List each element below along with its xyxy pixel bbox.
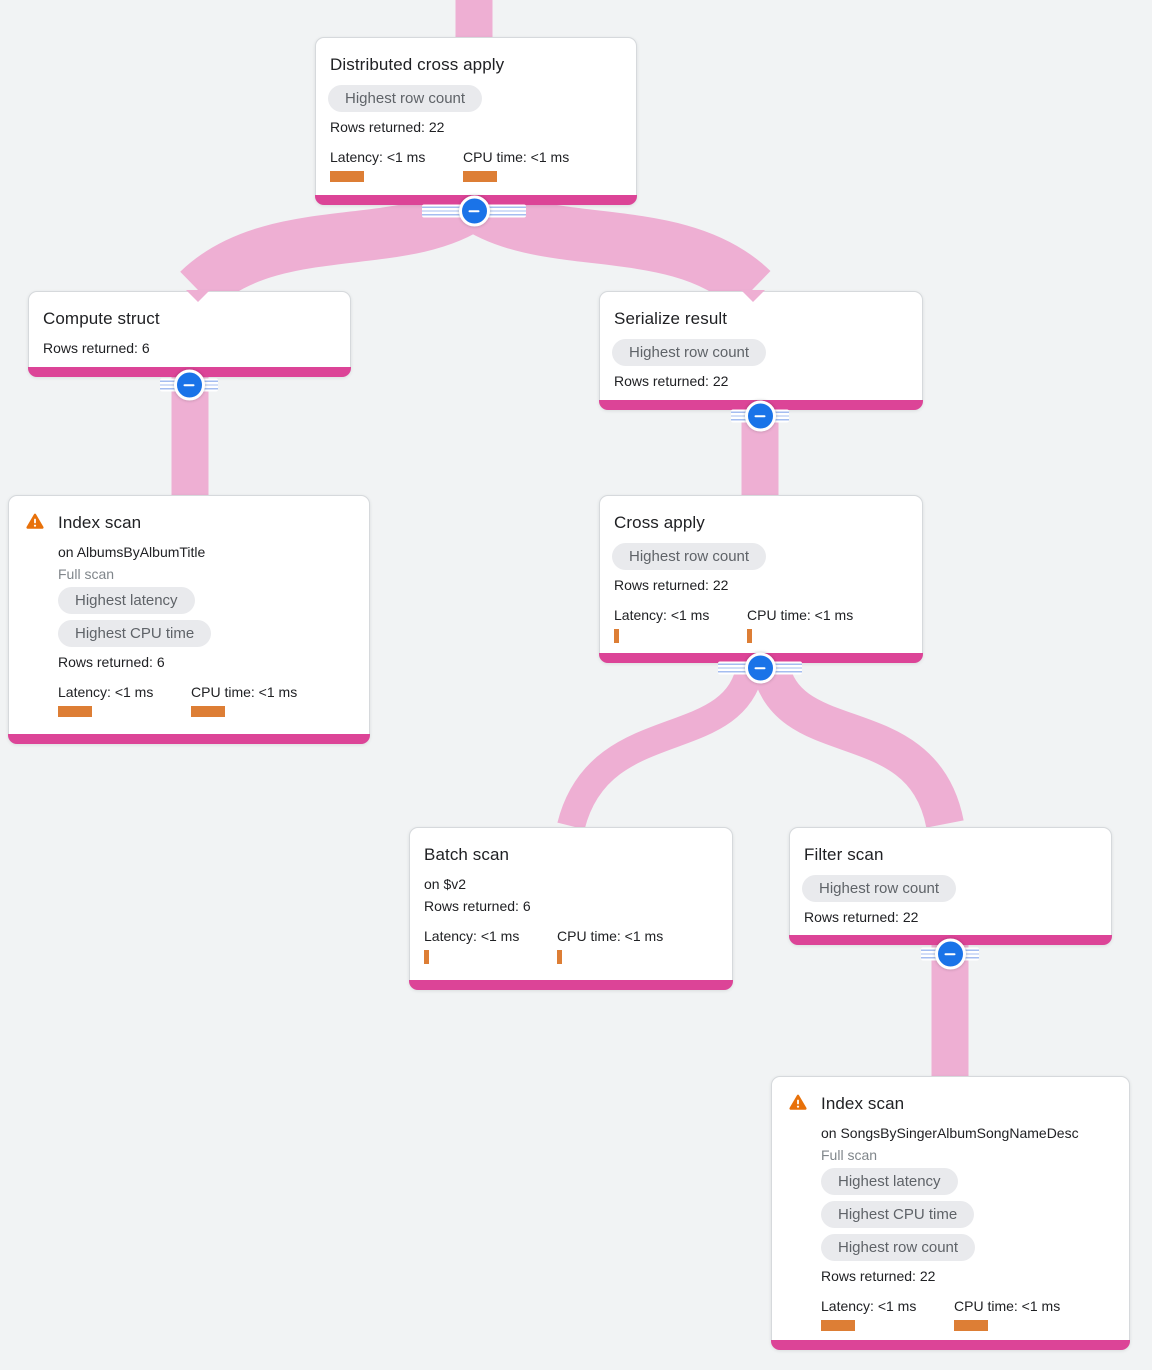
node-title: Cross apply [614, 513, 705, 532]
cpu-time-bar [557, 950, 562, 964]
collapse-button[interactable] [744, 652, 776, 684]
collapse-button[interactable] [173, 369, 205, 401]
rows-returned: Rows returned: 6 [58, 654, 165, 670]
node-accent-bar [8, 734, 370, 744]
metrics: Latency: <1 ms CPU time: <1 ms [821, 1296, 1115, 1331]
cpu-time-label: CPU time: <1 ms [557, 928, 664, 944]
badge-highest-row-count: Highest row count [821, 1234, 976, 1261]
rows-returned: Rows returned: 22 [330, 119, 445, 135]
cpu-time-bar [747, 629, 752, 643]
plan-node-serialize-result[interactable]: Serialize result Highest row count Rows … [599, 291, 923, 410]
node-title: Filter scan [804, 845, 884, 864]
scan-target: on AlbumsByAlbumTitle [58, 544, 206, 560]
plan-node-cross-apply[interactable]: Cross apply Highest row count Rows retur… [599, 495, 923, 663]
rows-returned: Rows returned: 6 [43, 340, 150, 356]
badge-highest-latency: Highest latency [58, 587, 195, 614]
cpu-time-label: CPU time: <1 ms [747, 607, 854, 623]
cpu-time-bar [463, 171, 497, 182]
badge-highest-cpu-time: Highest CPU time [821, 1201, 975, 1228]
latency-label: Latency: <1 ms [330, 149, 426, 165]
cpu-time-label: CPU time: <1 ms [463, 149, 570, 165]
badge-highest-cpu-time: Highest CPU time [58, 620, 212, 647]
badge-highest-row-count: Highest row count [328, 85, 483, 112]
latency-label: Latency: <1 ms [58, 684, 154, 700]
rows-returned: Rows returned: 22 [614, 577, 729, 593]
collapse-junction-distributed-cross-apply [422, 195, 526, 227]
collapse-junction-serialize-result [731, 400, 789, 432]
edge-cross-apply-to-filter-scan [751, 659, 964, 829]
node-accent-bar [771, 1340, 1130, 1350]
collapse-junction-filter-scan [921, 938, 979, 970]
node-title: Batch scan [424, 845, 510, 864]
scan-target: on $v2 [424, 876, 467, 892]
cpu-time-label: CPU time: <1 ms [191, 684, 298, 700]
collapse-junction-cross-apply [718, 652, 802, 684]
plan-node-distributed-cross-apply[interactable]: Distributed cross apply Highest row coun… [315, 37, 637, 205]
warning-icon [25, 509, 45, 717]
plan-node-index-scan-albums[interactable]: Index scan on AlbumsByAlbumTitle Full sc… [8, 495, 370, 744]
metrics: Latency: <1 ms CPU time: <1 ms [58, 682, 355, 717]
scan-type: Full scan [58, 566, 115, 582]
scan-type: Full scan [821, 1147, 878, 1163]
metrics: Latency: <1 ms CPU time: <1 ms [614, 605, 908, 643]
badge-highest-row-count: Highest row count [802, 875, 957, 902]
collapse-junction-compute-struct [160, 369, 218, 401]
latency-bar [821, 1320, 855, 1331]
collapse-button[interactable] [744, 400, 776, 432]
node-title: Index scan [58, 513, 142, 532]
metrics: Latency: <1 ms CPU time: <1 ms [424, 926, 718, 964]
rows-returned: Rows returned: 6 [424, 898, 531, 914]
plan-node-batch-scan[interactable]: Batch scan on $v2 Rows returned: 6 Laten… [409, 827, 733, 990]
cpu-time-label: CPU time: <1 ms [954, 1298, 1061, 1314]
edge-dca-to-compute-struct [180, 182, 489, 310]
badge-highest-latency: Highest latency [821, 1168, 958, 1195]
latency-bar [330, 171, 364, 182]
rows-returned: Rows returned: 22 [614, 373, 729, 389]
node-accent-bar [409, 980, 733, 990]
plan-node-filter-scan[interactable]: Filter scan Highest row count Rows retur… [789, 827, 1112, 945]
plan-node-index-scan-songs[interactable]: Index scan on SongsBySingerAlbumSongName… [771, 1076, 1130, 1350]
rows-returned: Rows returned: 22 [821, 1268, 936, 1284]
node-title: Compute struct [43, 309, 160, 328]
latency-bar [614, 629, 619, 643]
latency-label: Latency: <1 ms [821, 1298, 917, 1314]
edge-cross-apply-to-batch-scan [557, 661, 765, 830]
warning-icon [788, 1090, 808, 1331]
rows-returned: Rows returned: 22 [804, 909, 919, 925]
cpu-time-bar [954, 1320, 988, 1331]
metrics: Latency: <1 ms CPU time: <1 ms [330, 147, 622, 182]
edge-dca-to-serialize-result [458, 181, 771, 310]
scan-target: on SongsBySingerAlbumSongNameDesc [821, 1125, 1079, 1141]
latency-label: Latency: <1 ms [424, 928, 520, 944]
collapse-button[interactable] [458, 195, 490, 227]
node-title: Distributed cross apply [330, 55, 505, 74]
node-title: Index scan [821, 1094, 905, 1113]
latency-label: Latency: <1 ms [614, 607, 710, 623]
collapse-button[interactable] [934, 938, 966, 970]
badge-highest-row-count: Highest row count [612, 339, 767, 366]
node-title: Serialize result [614, 309, 728, 328]
cpu-time-bar [191, 706, 225, 717]
latency-bar [58, 706, 92, 717]
badge-highest-row-count: Highest row count [612, 543, 767, 570]
plan-node-compute-struct[interactable]: Compute struct Rows returned: 6 [28, 291, 351, 377]
latency-bar [424, 950, 429, 964]
